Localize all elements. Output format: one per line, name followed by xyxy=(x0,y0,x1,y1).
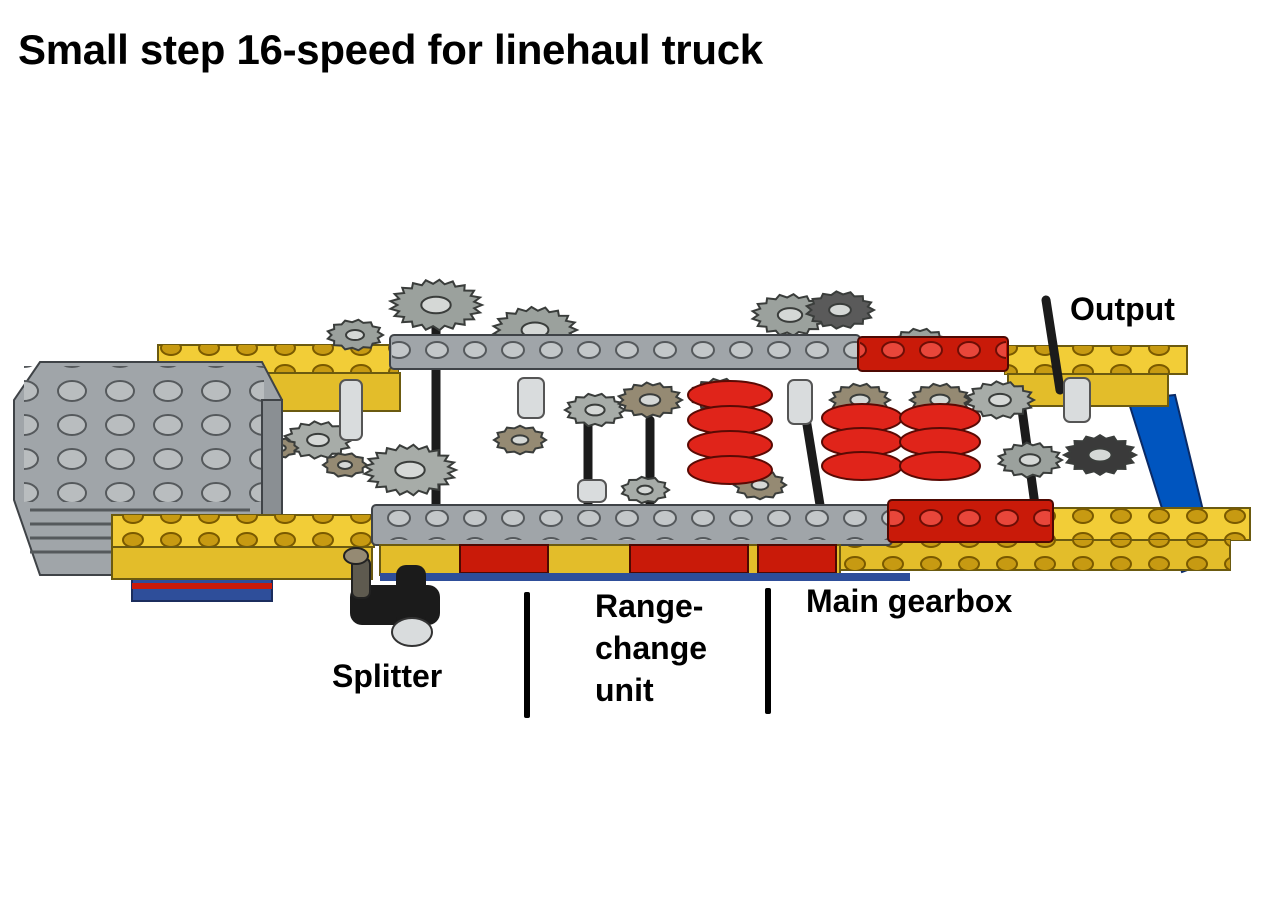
gear-hub xyxy=(636,484,654,496)
gear-hub xyxy=(394,460,426,480)
rear-yellow-beam-right xyxy=(1004,345,1188,407)
gear-hub xyxy=(306,432,330,448)
section-divider-left xyxy=(524,592,530,718)
gear-hub xyxy=(988,392,1012,408)
splitter-label: Splitter xyxy=(332,658,443,694)
front-grey-beam xyxy=(371,499,1054,546)
clutch-assemblies xyxy=(687,380,981,485)
front-yellow-beam xyxy=(111,507,1251,580)
gear-hub xyxy=(1018,453,1042,467)
section-divider-right xyxy=(765,588,771,714)
range-change-unit-label: Range- change unit xyxy=(595,585,765,711)
output-label: Output xyxy=(1070,291,1175,327)
rear-grey-beam xyxy=(389,334,1009,372)
splitter-lever xyxy=(343,547,440,647)
clutch-main-2 xyxy=(899,403,981,481)
gear-hub xyxy=(776,307,804,323)
main-gearbox-label: Main gearbox xyxy=(806,583,1013,619)
range-label-line-3: unit xyxy=(595,672,654,708)
diagram-title: Small step 16-speed for linehaul truck xyxy=(18,26,763,73)
range-label-line-2: change xyxy=(595,630,708,666)
gear-hub xyxy=(1087,447,1113,463)
gear-hub xyxy=(584,403,606,417)
gear-hub xyxy=(336,460,354,470)
gear-hub xyxy=(828,302,852,318)
gear-hub xyxy=(638,393,662,407)
gear-hub xyxy=(345,328,365,342)
clutch-range xyxy=(687,380,773,485)
gear-hub xyxy=(420,295,452,315)
front-lower-beam xyxy=(379,544,910,581)
bushes xyxy=(339,377,1091,503)
clutch-main-1 xyxy=(821,403,903,481)
motor-block xyxy=(13,361,283,602)
range-label-line-1: Range- xyxy=(595,588,704,624)
gear-hub xyxy=(510,434,530,446)
